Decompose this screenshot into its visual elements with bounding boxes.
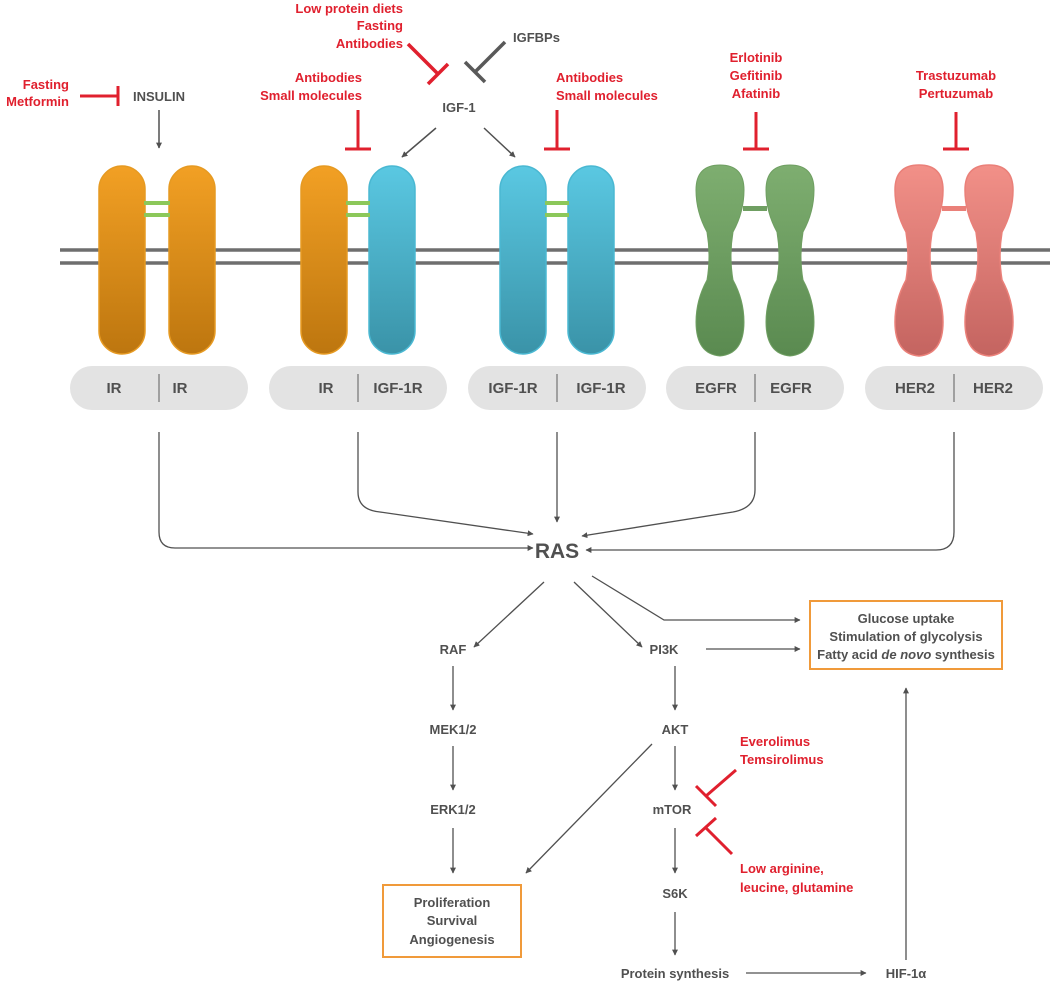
receptor-label-left: IR	[107, 380, 122, 397]
inhibitor-text: Trastuzumab	[916, 68, 996, 83]
inhibitor-text: Everolimus	[740, 734, 810, 749]
proliferation-outcome-box: Proliferation Survival Angiogenesis	[382, 884, 522, 958]
receptor-labels: IR IR IR IGF-1R IGF-1R IGF-1R EGFR EGFR …	[70, 366, 1043, 410]
outcome-text: Angiogenesis	[409, 932, 494, 947]
akt-to-proliferation-arrow	[525, 743, 653, 874]
inhibitor-text: leucine, glutamine	[740, 880, 853, 895]
outcome-text: Survival	[427, 913, 478, 928]
inhibitor-text: Metformin	[6, 94, 69, 109]
receptor-ir-ir	[98, 165, 216, 355]
inhibitor-text: Antibodies	[295, 70, 362, 85]
inhibitor-text: Small molecules	[260, 88, 362, 103]
akt-node: AKT	[662, 722, 689, 737]
outcome-text: Proliferation	[414, 895, 491, 910]
receptor-igf1r-igf1r	[499, 165, 615, 355]
receptor-label-pill: HER2 HER2	[865, 366, 1043, 410]
inhibitor-bar-egfr	[743, 112, 769, 151]
receptor-label-left: EGFR	[695, 380, 737, 397]
inhibitor-text: Fasting	[357, 18, 403, 33]
ras-downstream-arrows	[473, 575, 801, 648]
inhibitor-bar-mtor-drugs	[694, 768, 737, 808]
receptor-label-pill: IR IGF-1R	[269, 366, 447, 410]
cell-membrane	[60, 248, 1050, 265]
inhibitor-bar-ir-igf1r	[345, 110, 371, 151]
outcome-text: Fatty acid de novo synthesis	[817, 647, 995, 662]
outcome-text: Glucose uptake	[858, 611, 955, 626]
insulin-label: INSULIN	[133, 89, 185, 104]
outcome-text-part: de novo	[881, 647, 931, 662]
protein-synthesis-node: Protein synthesis	[621, 966, 729, 981]
mtor-node: mTOR	[653, 802, 692, 817]
outcome-text: Stimulation of glycolysis	[829, 629, 982, 644]
outcome-text-part: Fatty acid	[817, 647, 881, 662]
receptor-label-right: HER2	[973, 380, 1013, 397]
inhibitor-text: Antibodies	[336, 36, 403, 51]
receptor-label-left: IGF-1R	[488, 380, 537, 397]
igfbps-label: IGFBPs	[513, 30, 560, 45]
inhibitor-text: Antibodies	[556, 70, 623, 85]
receptor-label-pill: IGF-1R IGF-1R	[468, 366, 646, 410]
receptor-label-right: IGF-1R	[576, 380, 625, 397]
metabolism-outcome-box: Glucose uptake Stimulation of glycolysis…	[809, 600, 1003, 670]
inhibitor-text: Fasting	[23, 77, 69, 92]
inhibitor-text: Low protein diets	[295, 1, 403, 16]
receptor-her2-her2	[894, 164, 1014, 357]
mek-node: MEK1/2	[430, 722, 477, 737]
receptor-egfr-egfr	[695, 164, 815, 357]
inhibitor-bar-igf1r-igf1r	[544, 110, 570, 151]
receptor-label-pill: IR IR	[70, 366, 248, 410]
hif1a-node: HIF-1α	[886, 966, 927, 981]
receptor-label-right: EGFR	[770, 380, 812, 397]
igfbps-inhibitor-bar	[463, 40, 507, 84]
inhibitor-text: Low arginine,	[740, 861, 824, 876]
inhibitor-bar-igf1	[406, 42, 450, 86]
receptor-label-right: IGF-1R	[373, 380, 422, 397]
receptor-to-ras-arrows	[158, 432, 955, 553]
inhibitor-text: Small molecules	[556, 88, 658, 103]
inhibitor-bar-insulin	[80, 86, 120, 106]
receptor-label-left: IR	[319, 380, 334, 397]
igf1-arrow-left	[401, 127, 437, 158]
inhibitor-text: Afatinib	[732, 86, 780, 101]
receptor-label-left: HER2	[895, 380, 935, 397]
ras-node: RAS	[535, 540, 579, 563]
outcome-text-part: synthesis	[931, 647, 995, 662]
igf1-arrow-right	[483, 127, 516, 158]
erk-node: ERK1/2	[430, 802, 476, 817]
inhibitor-text: Temsirolimus	[740, 752, 824, 767]
inhibitor-bar-her2	[943, 112, 969, 151]
inhibitor-text: Erlotinib	[730, 50, 783, 65]
receptor-ir-igf1r	[300, 165, 416, 355]
inhibitor-bar-mtor-nutrients	[694, 816, 734, 856]
inhibitor-text: Gefitinib	[730, 68, 783, 83]
receptor-label-pill: EGFR EGFR	[666, 366, 844, 410]
pi3k-node: PI3K	[650, 642, 680, 657]
raf-node: RAF	[440, 642, 467, 657]
s6k-node: S6K	[662, 886, 688, 901]
receptor-label-right: IR	[173, 380, 188, 397]
igf1-label: IGF-1	[442, 100, 475, 115]
inhibitor-text: Pertuzumab	[919, 86, 993, 101]
